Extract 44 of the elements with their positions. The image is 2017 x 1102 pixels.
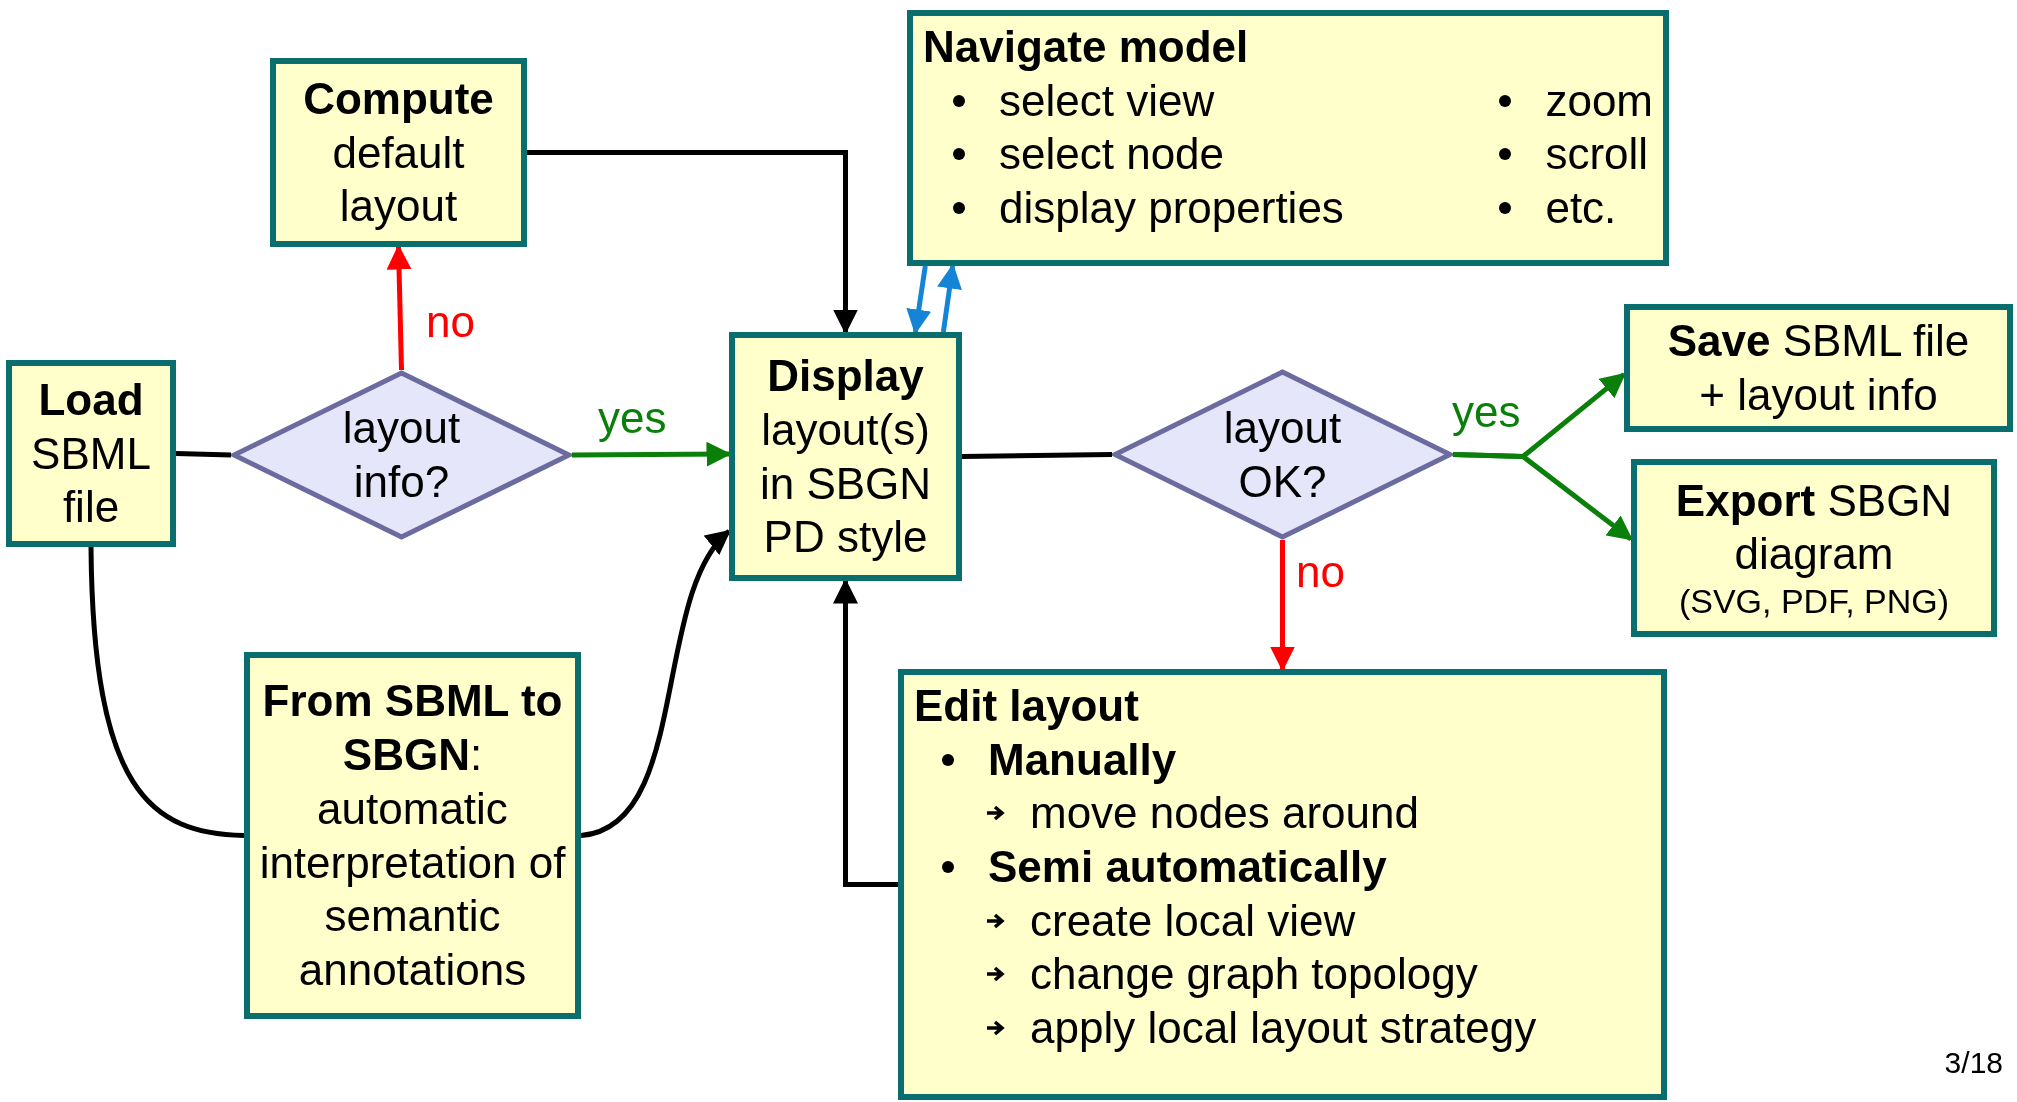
arrow bbox=[580, 529, 731, 838]
arrow bbox=[906, 265, 932, 335]
box-text: Save SBML file bbox=[1667, 315, 1970, 368]
box-text: default layout bbox=[331, 126, 466, 233]
box-text: From SBML to SBGN: automatic interpretation of semantic annotations bbox=[258, 675, 567, 996]
box-text: Manually bbox=[988, 733, 1177, 786]
box-text: scroll bbox=[1545, 128, 1649, 181]
box-text: apply local layout strategy bbox=[1030, 1002, 1537, 1055]
box-text: display properties bbox=[999, 182, 1344, 234]
box-text: layout info? bbox=[341, 402, 462, 508]
arrow bbox=[527, 150, 858, 335]
process-box bbox=[907, 10, 1669, 266]
box-text: create local view bbox=[1030, 894, 1356, 947]
connector-line bbox=[961, 452, 1113, 459]
arrow bbox=[1270, 540, 1295, 672]
box-text: SBML file bbox=[30, 427, 152, 534]
arrow bbox=[1452, 452, 1633, 542]
box-text: zoom bbox=[1545, 74, 1653, 127]
process-box bbox=[270, 58, 527, 247]
box-text: select node bbox=[999, 128, 1225, 181]
box-text: + layout info bbox=[1699, 369, 1938, 421]
box-text: select view bbox=[999, 74, 1215, 127]
connector-line bbox=[175, 451, 232, 458]
box-text: change graph topology bbox=[1030, 948, 1478, 1001]
connector-line bbox=[88, 546, 245, 838]
process-box bbox=[729, 332, 962, 581]
process-box bbox=[244, 652, 581, 1019]
box-text: layout(s) in SBGN PD style bbox=[758, 403, 933, 564]
process-box bbox=[6, 360, 176, 547]
box-text: layout OK? bbox=[1222, 401, 1343, 508]
box-text: Export SBGN diagram bbox=[1674, 474, 1954, 581]
page-number: 3/18 bbox=[1944, 1046, 2003, 1080]
process-box bbox=[1624, 304, 2013, 432]
box-text: etc. bbox=[1545, 182, 1617, 234]
box-text: move nodes around bbox=[1030, 787, 1419, 840]
process-box bbox=[1631, 459, 1997, 637]
box-heading: Edit layout bbox=[914, 680, 1139, 732]
box-heading: Load bbox=[38, 374, 144, 426]
process-box bbox=[898, 669, 1667, 1100]
box-text: (SVG, PDF, PNG) bbox=[1678, 580, 1950, 622]
box-heading: Navigate model bbox=[923, 21, 1249, 73]
box-text: Semi automatically bbox=[988, 841, 1387, 893]
box-heading: Display bbox=[767, 350, 924, 403]
box-heading: Compute bbox=[303, 73, 494, 125]
